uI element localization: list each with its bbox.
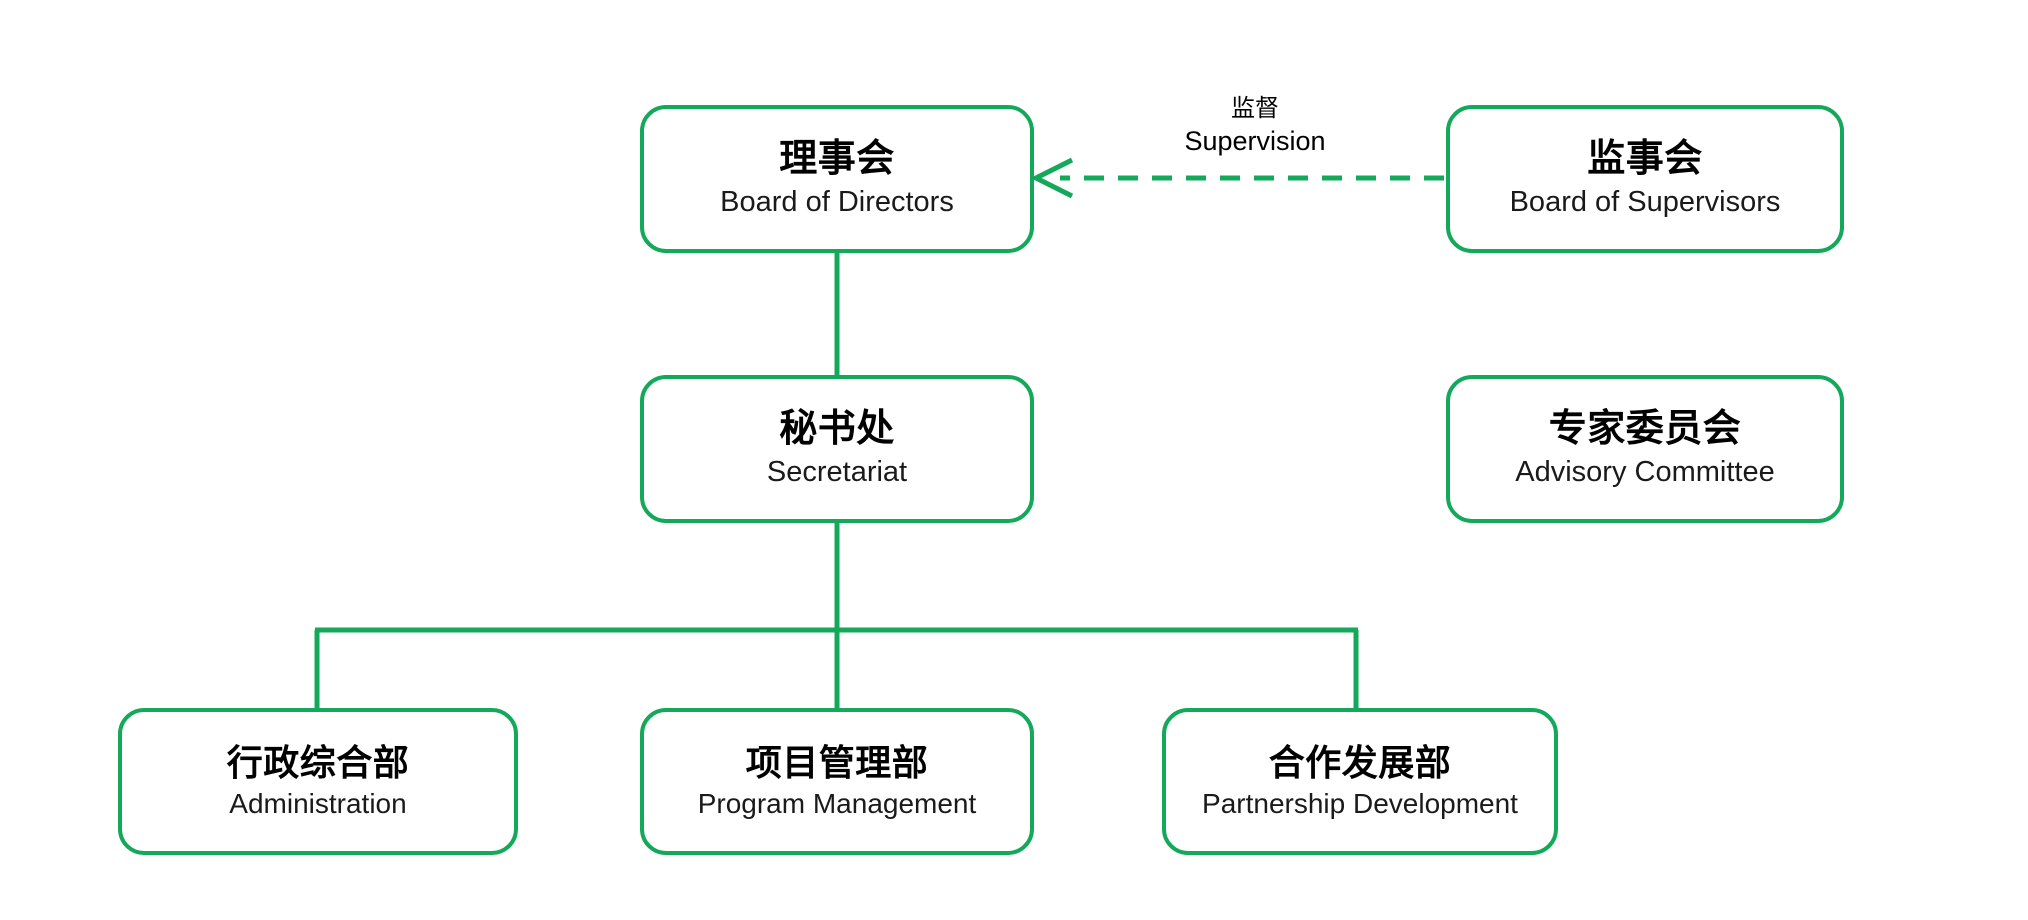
edge-label-supervision-zh: 监督 [1231,95,1279,122]
edge-label-supervision: 监督 Supervision [1140,94,1370,158]
node-program-management[interactable]: 项目管理部 Program Management [640,708,1034,855]
node-advisory-committee-zh: 专家委员会 [1548,408,1742,451]
node-advisory-committee-en: Advisory Committee [1515,455,1775,488]
node-board-of-directors[interactable]: 理事会 Board of Directors [640,105,1034,253]
supervision-arrowhead-icon [1030,157,1074,199]
node-administration-zh: 行政综合部 [226,741,410,783]
node-board-of-supervisors-en: Board of Supervisors [1509,185,1781,218]
node-board-of-supervisors-zh: 监事会 [1587,138,1703,181]
node-administration[interactable]: 行政综合部 Administration [118,708,518,855]
node-partnership-development[interactable]: 合作发展部 Partnership Development [1162,708,1558,855]
node-board-of-supervisors[interactable]: 监事会 Board of Supervisors [1446,105,1844,253]
node-board-of-directors-en: Board of Directors [720,185,954,218]
edge-label-supervision-en: Supervision [1184,126,1326,157]
node-administration-en: Administration [229,787,407,819]
node-partnership-development-en: Partnership Development [1202,787,1518,819]
node-program-management-en: Program Management [697,787,977,819]
node-secretariat-zh: 秘书处 [779,408,895,451]
node-advisory-committee[interactable]: 专家委员会 Advisory Committee [1446,375,1844,523]
node-board-of-directors-zh: 理事会 [779,138,895,181]
node-secretariat-en: Secretariat [766,455,908,488]
node-secretariat[interactable]: 秘书处 Secretariat [640,375,1034,523]
node-program-management-zh: 项目管理部 [745,741,929,783]
node-partnership-development-zh: 合作发展部 [1268,741,1452,783]
